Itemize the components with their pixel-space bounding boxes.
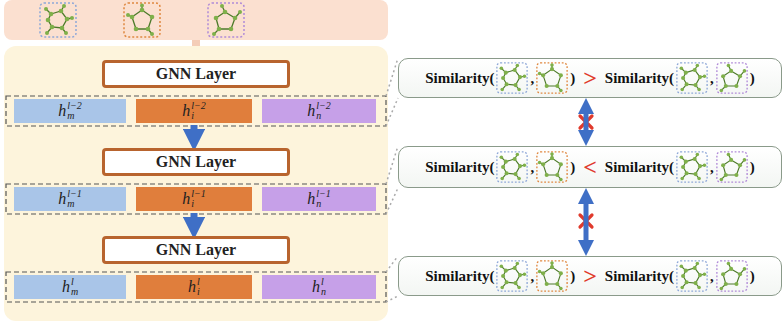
superscript: l	[197, 277, 200, 287]
superscript: l	[321, 277, 326, 287]
superscript: l−1	[67, 189, 82, 199]
layer-label: GNN Layer	[156, 241, 236, 259]
symbol-label: h	[58, 102, 66, 120]
graph-icon	[536, 62, 568, 94]
comparison-sign: >	[583, 65, 597, 92]
formula-text: )	[750, 159, 755, 176]
superscript: l−1	[191, 189, 206, 199]
formula-text: ,	[710, 268, 714, 285]
subscript: m	[67, 199, 82, 209]
embedding-cell: hl−2n	[262, 99, 376, 123]
graph-icon	[536, 151, 568, 183]
formula-text: ,	[530, 159, 534, 176]
index-stack: l−2m	[67, 101, 82, 121]
index-stack: li	[197, 277, 200, 297]
superscript: l−2	[191, 101, 206, 111]
graph-icon	[676, 260, 708, 292]
formula-text: )	[750, 70, 755, 87]
comparison-sign: >	[583, 263, 597, 290]
formula-text: ,	[710, 70, 714, 87]
graph-icon	[496, 260, 528, 292]
embedding-cell: hli	[136, 275, 252, 299]
symbol-label: h	[62, 278, 70, 296]
index-stack: l−1n	[316, 189, 331, 209]
symbol-label: h	[58, 190, 66, 208]
subscript: i	[191, 199, 206, 209]
formula-text: Similarity(	[425, 268, 494, 285]
layer-box: GNN Layer	[102, 236, 290, 264]
formula-text: ,	[530, 70, 534, 87]
formula-text: )	[570, 268, 575, 285]
layer-box: GNN Layer	[102, 60, 290, 88]
formula-text: Similarity(	[425, 70, 494, 87]
graph-icon	[536, 260, 568, 292]
graph-icon	[676, 62, 708, 94]
superscript: l	[71, 277, 78, 287]
subscript: m	[71, 287, 78, 297]
embedding-cell: hl−2m	[14, 99, 126, 123]
formula-text: Similarity(	[605, 159, 674, 176]
subscript: n	[316, 111, 331, 121]
embedding-cell: hl−1m	[14, 187, 126, 211]
layer-box: GNN Layer	[102, 148, 290, 176]
formula-text: Similarity(	[605, 70, 674, 87]
graph-icon	[716, 260, 748, 292]
superscript: l−1	[316, 189, 331, 199]
graph-icon	[496, 62, 528, 94]
embedding-cell: hl−1i	[136, 187, 252, 211]
layer-label: GNN Layer	[156, 65, 236, 83]
symbol-label: h	[182, 190, 190, 208]
symbol-label: h	[182, 102, 190, 120]
similarity-box: Similarity(,) < Similarity(,)	[398, 146, 782, 188]
embedding-cell: hl−2i	[136, 99, 252, 123]
layer-label: GNN Layer	[156, 153, 236, 171]
index-stack: l−2n	[316, 101, 331, 121]
superscript: l−2	[67, 101, 82, 111]
symbol-label: h	[188, 278, 196, 296]
formula-text: Similarity(	[605, 268, 674, 285]
subscript: m	[67, 111, 82, 121]
embedding-cell: hln	[262, 275, 376, 299]
index-stack: l−1i	[191, 189, 206, 209]
embedding-cell: hl−1n	[262, 187, 376, 211]
flow-arrow	[191, 213, 198, 228]
formula-text: )	[570, 159, 575, 176]
graph-icon	[716, 151, 748, 183]
index-stack: lm	[71, 277, 78, 297]
index-stack: l−1m	[67, 189, 82, 209]
superscript: l−2	[316, 101, 331, 111]
index-stack: ln	[321, 277, 326, 297]
flow-arrow	[584, 106, 589, 138]
comparison-sign: <	[583, 154, 597, 181]
formula-text: ,	[710, 159, 714, 176]
similarity-box: Similarity(,) > Similarity(,)	[398, 256, 782, 296]
formula-text: )	[750, 268, 755, 285]
formula-text: Similarity(	[425, 159, 494, 176]
formula-text: ,	[530, 268, 534, 285]
flow-arrow	[584, 196, 589, 248]
subscript: n	[321, 287, 326, 297]
graph-icon	[716, 62, 748, 94]
graph-icon	[676, 151, 708, 183]
symbol-label: h	[312, 278, 320, 296]
graph-icon	[496, 151, 528, 183]
symbol-label: h	[307, 190, 315, 208]
subscript: n	[316, 199, 331, 209]
similarity-box: Similarity(,) > Similarity(,)	[398, 58, 782, 98]
subscript: i	[191, 111, 206, 121]
flow-arrow	[191, 125, 198, 140]
subscript: i	[197, 287, 200, 297]
formula-text: )	[570, 70, 575, 87]
embedding-cell: hlm	[14, 275, 126, 299]
symbol-label: h	[307, 102, 315, 120]
index-stack: l−2i	[191, 101, 206, 121]
